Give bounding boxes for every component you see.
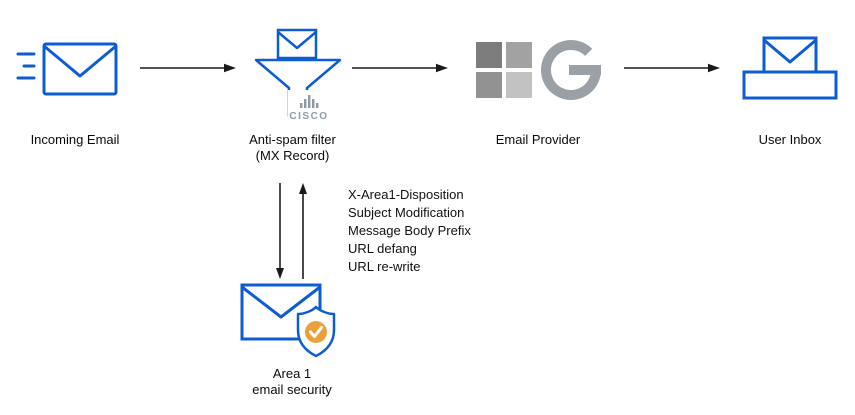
check-badge: [305, 321, 327, 343]
annotation-line: URL re-write: [348, 259, 421, 274]
area1-sublabel: email security: [252, 382, 332, 397]
inbox-tray: [742, 70, 838, 100]
speeding-envelope-icon: [16, 42, 118, 96]
cisco-logo-text: CISCO: [289, 111, 328, 120]
area1-label: Area 1: [272, 366, 312, 381]
annotation-line: X-Area1-Disposition: [348, 187, 464, 202]
cisco-logo: CISCO: [288, 90, 332, 120]
envelope-funnel-icon: CISCO: [254, 28, 342, 120]
annotation-line: Subject Modification: [348, 205, 465, 220]
inbox-tray-envelope-icon: [742, 36, 838, 100]
microsoft-logo-icon: [476, 42, 532, 98]
envelope-flap: [241, 285, 321, 319]
google-logo-icon: [541, 40, 601, 100]
arrow-antispam-to-provider: [352, 61, 448, 75]
antispam-sublabel: (MX Record): [255, 148, 330, 163]
right-arrow-icon: [624, 63, 720, 73]
area1-node: [240, 283, 344, 363]
envelope-body: [276, 28, 318, 60]
envelope-body: [42, 42, 118, 96]
up-arrow-icon: [299, 183, 307, 279]
annotation-line: URL defang: [348, 241, 417, 256]
right-arrow-icon: [140, 63, 236, 73]
check-mark: [309, 326, 323, 338]
incoming-email-node: [14, 36, 126, 100]
user-inbox-label: User Inbox: [758, 132, 822, 147]
envelope-flap: [763, 38, 817, 64]
down-arrow-icon: [276, 183, 284, 279]
envelope-body: [762, 36, 818, 78]
area1-label-block: Area 1 email security: [240, 366, 344, 398]
arrow-incoming-to-antispam: [140, 61, 236, 75]
antispam-filter-node: CISCO: [248, 28, 348, 120]
annotation-list: X-Area1-Disposition Subject Modification…: [348, 186, 471, 276]
annotation-line: Message Body Prefix: [348, 223, 471, 238]
envelope-flap: [43, 44, 117, 78]
antispam-label: Anti-spam filter: [249, 132, 336, 147]
email-provider-label: Email Provider: [495, 132, 581, 147]
arrow-provider-to-inbox: [624, 61, 720, 75]
envelope-shield-check-icon: [240, 283, 336, 358]
incoming-email-label: Incoming Email: [30, 132, 120, 147]
right-arrow-icon: [352, 63, 448, 73]
envelope-flap: [277, 31, 317, 50]
antispam-label-block: Anti-spam filter (MX Record): [230, 132, 355, 164]
user-inbox-node: [742, 36, 838, 102]
arrows-antispam-area1: [270, 183, 314, 279]
